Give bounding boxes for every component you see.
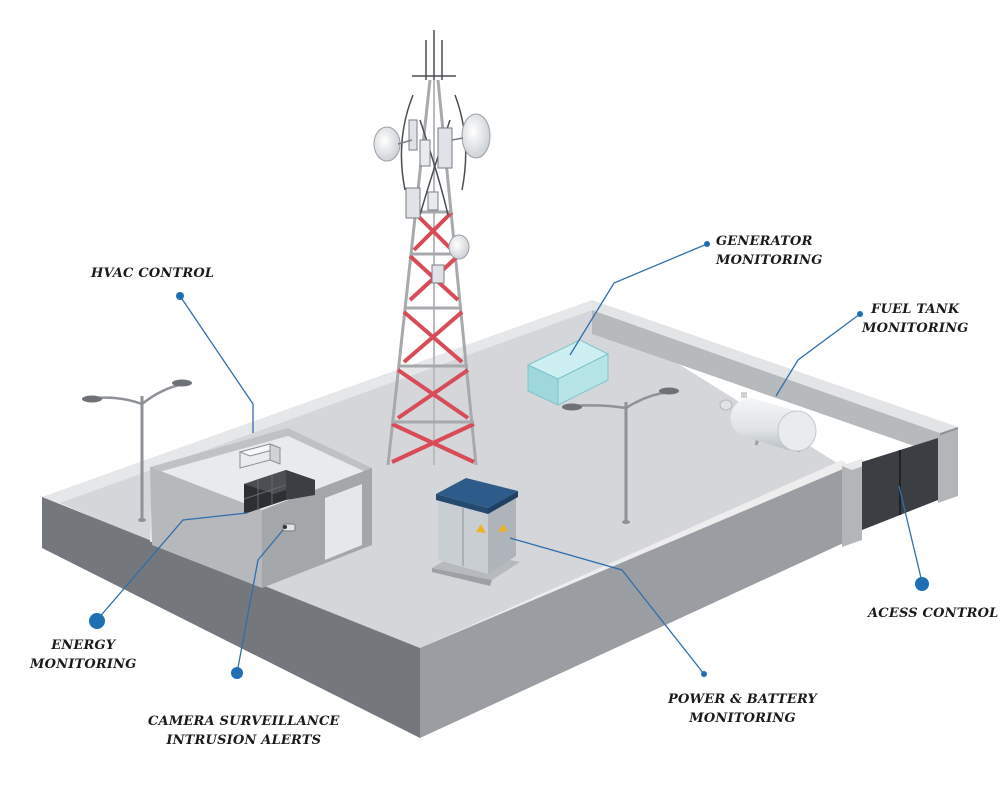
callout-line-energy [96,512,248,621]
callout-dot-generator [704,241,710,247]
label-energy-line1: ENERGY [51,638,116,653]
callout-line-hvac [179,295,254,433]
label-camera-surveillance: CAMERA SURVEILLANCE INTRUSION ALERTS [148,712,340,750]
label-camera-line2: INTRUSION ALERTS [166,733,322,748]
label-fuel-tank-line2: MONITORING [862,321,969,336]
label-hvac-line1: HVAC CONTROL [91,266,215,281]
equipment-shelter [150,428,372,588]
callout-dot-camera [231,667,243,679]
label-generator-line1: GENERATOR [716,234,813,249]
callout-dot-power [701,671,707,677]
callout-dot-fuel-tank [857,311,863,317]
back-wall-top [592,300,958,433]
label-power-battery-monitoring: POWER & BATTERY MONITORING [668,690,817,728]
label-generator-monitoring: GENERATOR MONITORING [716,232,823,270]
label-access-control: ACESS CONTROL [868,604,998,623]
back-wall-inner [592,310,940,455]
label-power-line2: MONITORING [689,711,796,726]
power-cabinet [432,478,520,586]
gate-pillar-left [842,459,862,547]
callout-line-access [898,485,923,583]
fuel-tank [719,392,817,453]
label-fuel-tank-monitoring: FUEL TANK MONITORING [862,300,969,338]
label-power-line1: POWER & BATTERY [668,692,818,707]
gate-pillar-right [938,429,958,503]
callout-lines [96,243,923,675]
shelter-door-opening [325,484,362,560]
callout-dot-hvac [176,292,184,300]
callout-line-generator [569,243,708,356]
callout-line-fuel-tank [775,313,861,397]
street-light-left [82,379,192,522]
callout-line-power [509,537,705,675]
shelter-roof-rim [150,428,372,475]
front-right-wall-face [420,466,850,738]
label-hvac-control: HVAC CONTROL [91,264,214,283]
microwave-dish-lower [448,234,470,260]
microwave-dish-right [461,113,491,159]
shelter-left-wall [150,467,262,588]
callout-dot-energy [89,613,105,629]
left-back-wall-top [42,300,592,503]
generator [526,339,610,406]
callout-dot-access [915,577,929,591]
telecom-tower [373,30,491,466]
camera-icon [282,523,296,532]
callout-line-camera [236,529,284,674]
label-generator-line2: MONITORING [716,253,823,268]
label-energy-line2: MONITORING [30,657,137,672]
street-light-right [562,387,679,524]
label-camera-line1: CAMERA SURVEILLANCE [148,714,340,729]
label-fuel-tank-line1: FUEL TANK [871,302,960,317]
callout-dots [89,241,929,679]
microwave-dish-left [373,126,401,162]
label-access-line1: ACESS CONTROL [868,606,999,621]
front-left-wall-face [42,497,420,738]
label-energy-monitoring: ENERGY MONITORING [30,636,137,674]
